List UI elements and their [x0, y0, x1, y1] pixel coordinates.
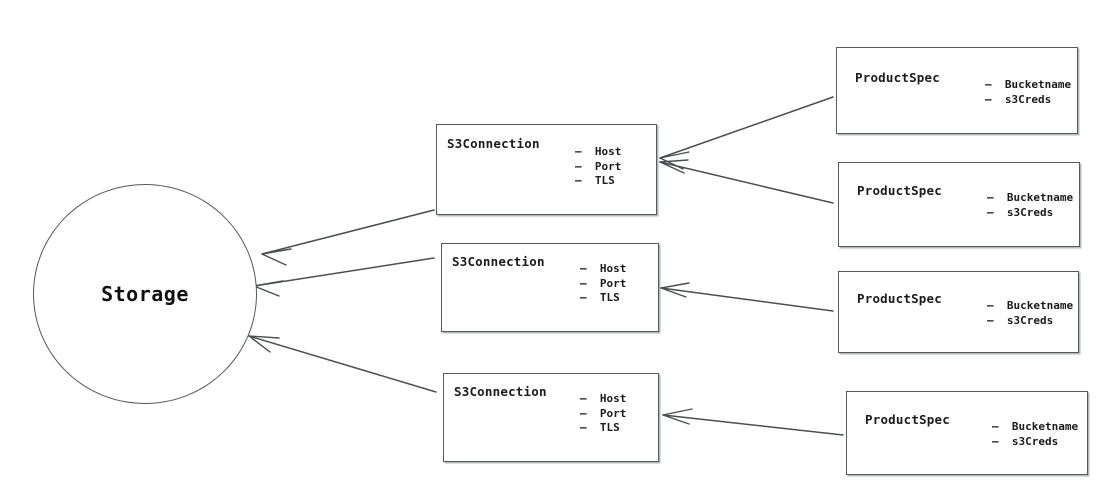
attr-s3creds: s3Creds: [987, 314, 1073, 329]
attr-tls: TLS: [575, 174, 621, 189]
productspec-box-1[interactable]: ProductSpec Bucketname s3Creds: [836, 47, 1078, 134]
s3connection-title-1: S3Connection: [447, 136, 540, 151]
attr-host: Host: [580, 392, 627, 407]
arrow-spec1-to-conn1: [659, 96, 834, 159]
productspec-attrs-2: Bucketname s3Creds: [987, 191, 1073, 220]
attr-port: Port: [580, 407, 627, 422]
productspec-attrs-4: Bucketname s3Creds: [992, 420, 1078, 449]
attr-host: Host: [575, 145, 622, 160]
productspec-box-3[interactable]: ProductSpec Bucketname s3Creds: [838, 271, 1079, 353]
s3connection-title-3: S3Connection: [454, 384, 547, 399]
arrow-conn2-to-storage: [253, 257, 435, 287]
arrow-spec2-head: [659, 159, 689, 174]
arrow-spec3-head: [660, 282, 690, 298]
productspec-title-3: ProductSpec: [857, 291, 942, 306]
attr-tls: TLS: [580, 291, 626, 306]
attr-port: Port: [580, 277, 627, 292]
storage-label: Storage: [101, 282, 189, 306]
attr-host: Host: [580, 262, 627, 277]
s3connection-attrs-1: Host Port TLS: [575, 145, 622, 189]
arrow-conn1-storage-head: [261, 248, 292, 266]
arrow-spec2-to-conn1: [659, 161, 834, 204]
attr-bucketname: Bucketname: [987, 299, 1073, 314]
s3connection-box-1[interactable]: S3Connection Host Port TLS: [436, 124, 657, 215]
productspec-title-4: ProductSpec: [865, 412, 950, 427]
s3connection-attrs-2: Host Port TLS: [580, 262, 627, 306]
arrow-spec1-head: [659, 151, 690, 170]
attr-s3creds: s3Creds: [992, 435, 1078, 450]
attr-s3creds: s3Creds: [987, 206, 1073, 221]
productspec-attrs-3: Bucketname s3Creds: [987, 299, 1073, 328]
arrow-conn2-storage-head: [253, 280, 284, 297]
productspec-title-2: ProductSpec: [857, 183, 942, 198]
attr-bucketname: Bucketname: [985, 78, 1071, 93]
productspec-box-4[interactable]: ProductSpec Bucketname s3Creds: [846, 391, 1088, 475]
attr-s3creds: s3Creds: [985, 93, 1071, 108]
attr-port: Port: [575, 160, 622, 175]
attr-bucketname: Bucketname: [992, 420, 1078, 435]
attr-bucketname: Bucketname: [987, 191, 1073, 206]
productspec-title-1: ProductSpec: [855, 70, 940, 85]
arrow-spec4-head: [662, 408, 693, 425]
arrow-conn3-storage-head: [248, 335, 280, 353]
storage-node[interactable]: Storage: [33, 184, 257, 404]
arrow-conn1-to-storage: [261, 209, 435, 255]
attr-tls: TLS: [580, 421, 626, 436]
productspec-box-2[interactable]: ProductSpec Bucketname s3Creds: [838, 162, 1080, 247]
arrow-spec3-to-conn2: [660, 287, 834, 312]
s3connection-box-3[interactable]: S3Connection Host Port TLS: [443, 373, 659, 462]
arrow-spec4-to-conn3: [662, 414, 844, 436]
productspec-attrs-1: Bucketname s3Creds: [985, 78, 1071, 107]
s3connection-attrs-3: Host Port TLS: [580, 392, 627, 436]
s3connection-title-2: S3Connection: [452, 254, 545, 269]
s3connection-box-2[interactable]: S3Connection Host Port TLS: [441, 243, 659, 332]
arrow-conn3-to-storage: [248, 335, 437, 393]
